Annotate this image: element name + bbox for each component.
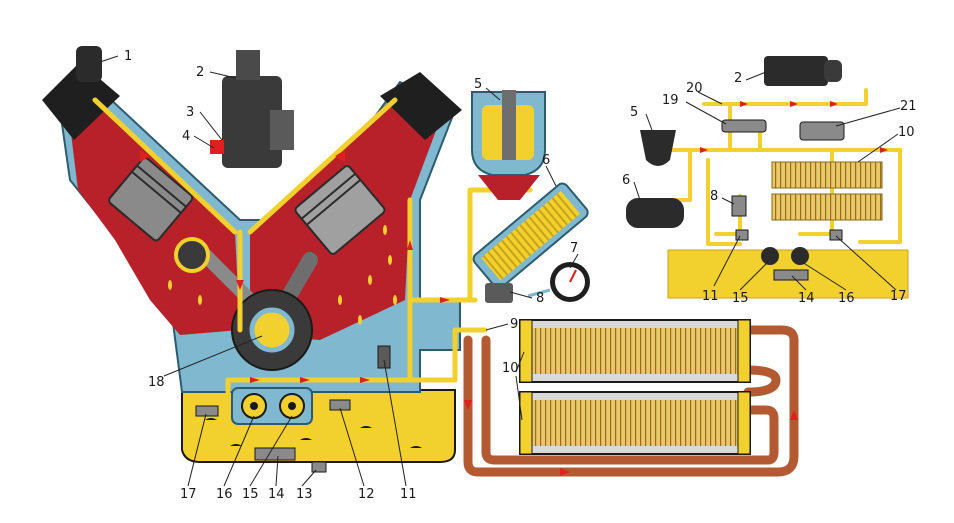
schem-label-2: 2 <box>734 71 742 86</box>
oil-filter-icon <box>472 182 589 289</box>
label-9: 9 <box>510 317 518 332</box>
oil-cooler-pipes <box>463 325 799 477</box>
label-18: 18 <box>148 375 165 390</box>
leader-lines <box>99 55 901 487</box>
label-10: 10 <box>502 361 519 376</box>
sump-oil-drops <box>205 418 422 448</box>
label-1: 1 <box>124 49 132 64</box>
schematic-radiator-lower <box>771 193 883 221</box>
label-3: 3 <box>186 105 194 120</box>
schem-label-14: 14 <box>798 291 815 306</box>
right-piston <box>294 165 386 255</box>
lubrication-schematic <box>626 56 909 299</box>
schematic-valve-11 <box>735 229 749 241</box>
oil-flow-arrows <box>140 150 450 383</box>
schematic-valve-21 <box>799 121 845 141</box>
schem-label-16: 16 <box>838 291 855 306</box>
label-6: 6 <box>542 153 550 168</box>
label-14: 14 <box>268 487 285 502</box>
schematic-valve-17 <box>829 229 843 241</box>
left-head-cover <box>42 62 120 140</box>
label-5: 5 <box>474 77 482 92</box>
bypass-valve <box>195 405 219 417</box>
schem-label-19: 19 <box>662 93 679 108</box>
fuel-injection-pump <box>210 50 294 168</box>
schematic-radiator-upper <box>771 161 883 189</box>
left-piston <box>108 157 194 242</box>
schem-label-5: 5 <box>630 105 638 120</box>
schem-label-21: 21 <box>900 99 917 114</box>
label-2: 2 <box>196 65 204 80</box>
schematic-strainer-14 <box>773 269 809 281</box>
schematic-pump-16 <box>791 247 809 265</box>
drain-plug <box>311 461 327 473</box>
camshaft-gear <box>174 237 210 273</box>
right-head-cover <box>380 72 462 140</box>
label-12: 12 <box>358 487 375 502</box>
oil-cooler-radiator-lower <box>519 391 751 455</box>
schematic-valve-8 <box>731 195 747 217</box>
schematic-valve-19 <box>721 119 767 133</box>
pressure-gauge-icon <box>550 262 590 302</box>
label-16: 16 <box>216 487 233 502</box>
oil-galleries <box>92 97 533 395</box>
schem-label-8: 8 <box>710 189 718 204</box>
gauge-line <box>527 288 551 298</box>
schem-label-15: 15 <box>732 291 749 306</box>
oil-cooler-radiator-upper <box>519 319 751 383</box>
centrifugal-oil-filter <box>471 90 546 200</box>
engine-cross-section <box>42 46 799 477</box>
schematic-flow-arrows <box>700 101 888 153</box>
oil-sump <box>181 389 456 463</box>
pressure-relief-valve <box>329 399 351 411</box>
label-13: 13 <box>296 487 313 502</box>
check-valve <box>377 345 391 369</box>
main-callout-labels: 1 2 3 4 5 6 7 8 9 10 11 12 13 14 15 16 1… <box>124 49 578 502</box>
schematic-pump-15 <box>761 247 779 265</box>
pipe-flow-arrows <box>464 400 798 476</box>
oil-filler-cap <box>76 46 102 82</box>
oil-strainer <box>254 447 296 461</box>
schematic-centrifuge <box>640 130 676 166</box>
cylinder-oil-drops <box>168 225 397 325</box>
label-8: 8 <box>536 291 544 306</box>
label-17: 17 <box>180 487 197 502</box>
schematic-callout-labels: 2 20 19 5 21 10 6 8 11 15 14 16 17 <box>622 71 917 306</box>
schem-label-17: 17 <box>890 289 907 304</box>
label-7: 7 <box>570 241 578 256</box>
label-4: 4 <box>182 129 190 144</box>
label-11: 11 <box>400 487 417 502</box>
crankshaft-journal <box>249 307 295 353</box>
label-15: 15 <box>242 487 259 502</box>
schem-label-11: 11 <box>702 289 719 304</box>
schematic-full-flow-filter <box>626 198 684 228</box>
oil-pump-pair <box>231 387 313 425</box>
schem-label-6: 6 <box>622 173 630 188</box>
schematic-fuel-pump <box>764 56 828 86</box>
schem-label-20: 20 <box>686 81 703 96</box>
schem-label-10: 10 <box>898 125 915 140</box>
oil-filter-valve <box>485 283 513 303</box>
